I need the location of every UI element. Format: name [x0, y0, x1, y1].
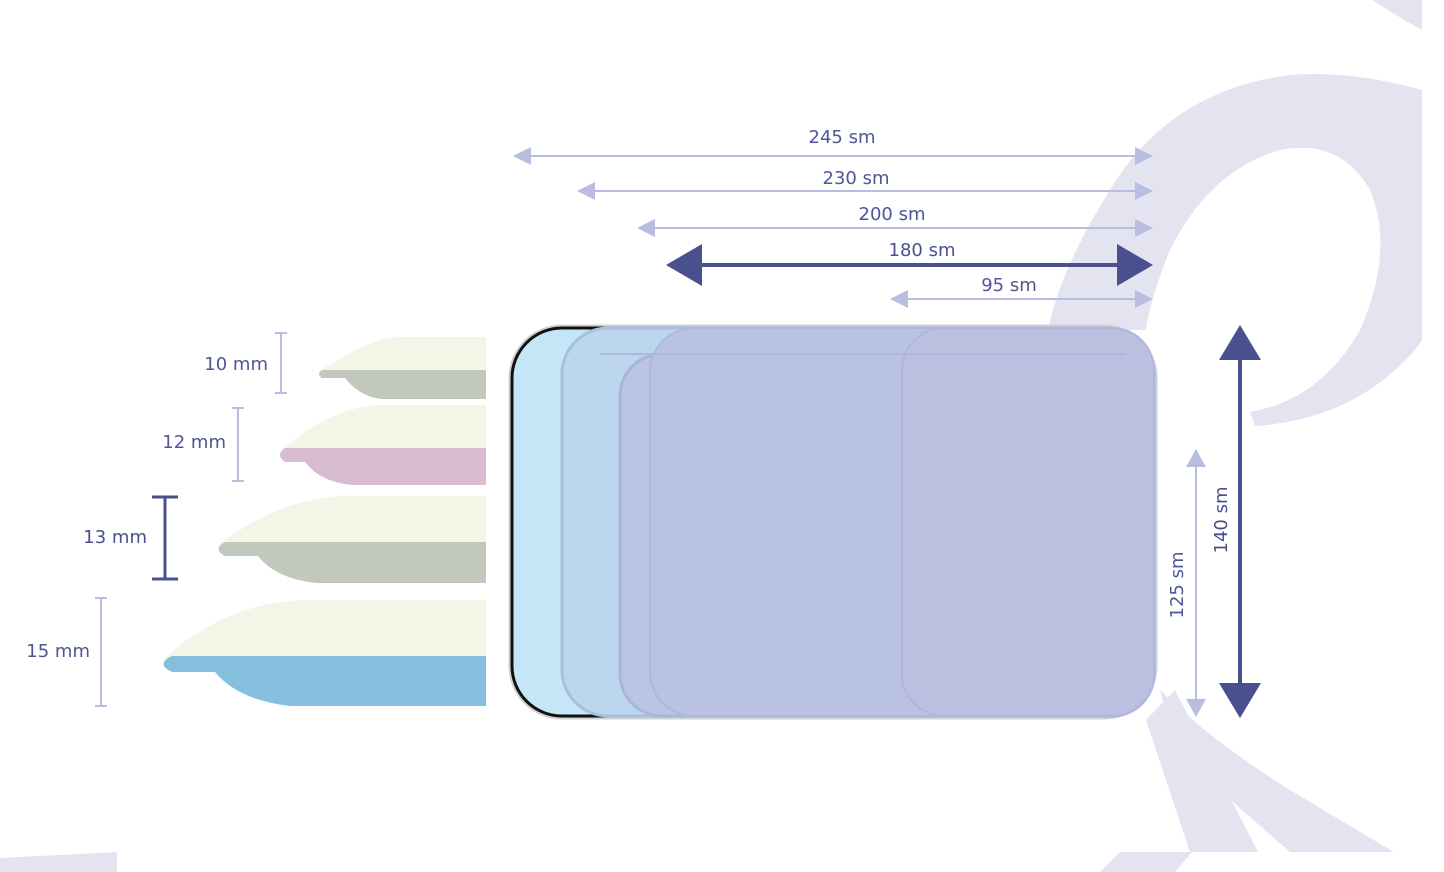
- height-arrow-125: [1186, 449, 1206, 717]
- pillow-12mm: [280, 405, 486, 485]
- pillow-label-15mm: 15 mm: [26, 641, 90, 662]
- width-arrow-95: [890, 290, 1153, 308]
- pillow-15mm: [162, 600, 486, 706]
- mattress-95: [901, 327, 1155, 717]
- width-arrow-200: [637, 219, 1153, 237]
- pillow-label-12mm: 12 mm: [162, 432, 226, 453]
- pillow-13mm: [218, 496, 486, 583]
- width-label-95: 95 sm: [981, 275, 1037, 296]
- width-label-200: 200 sm: [859, 204, 926, 225]
- width-arrows: [513, 147, 1153, 308]
- pillow-10mm: [318, 337, 486, 399]
- width-label-230: 230 sm: [823, 168, 890, 189]
- height-arrow-140: [1219, 325, 1261, 718]
- width-label-245: 245 sm: [809, 127, 876, 148]
- height-label-125: 125 sm: [1167, 552, 1188, 619]
- width-label-180: 180 sm: [889, 240, 956, 261]
- height-label-140: 140 sm: [1211, 487, 1232, 554]
- pillow-label-10mm: 10 mm: [204, 354, 268, 375]
- width-arrow-230: [577, 182, 1153, 200]
- width-arrow-180: [666, 244, 1153, 286]
- pillow-thickness-brackets: [95, 332, 287, 707]
- mattress-stack: [508, 324, 1158, 720]
- width-arrow-245: [513, 147, 1153, 165]
- pillow-label-13mm: 13 mm: [83, 527, 147, 548]
